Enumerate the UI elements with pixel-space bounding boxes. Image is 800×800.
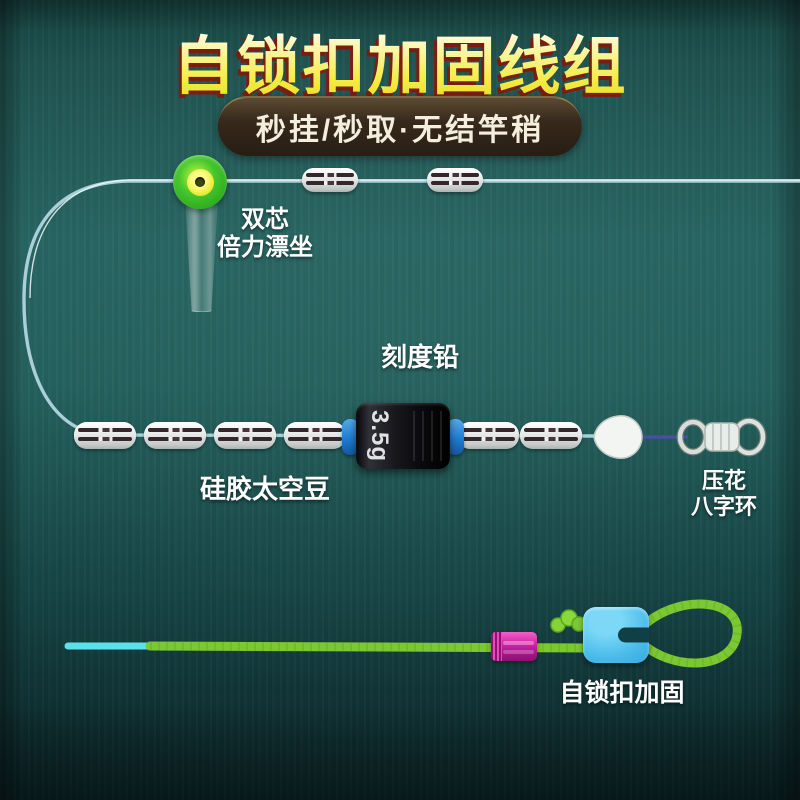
self-lock-label: 自锁扣加固 bbox=[559, 679, 685, 707]
main-line-shine bbox=[29, 179, 800, 299]
space-bean bbox=[520, 422, 582, 449]
space-bean bbox=[214, 422, 276, 449]
space-bean bbox=[302, 168, 358, 192]
float-seat-hole bbox=[195, 177, 205, 187]
lead-weight: 3.5g bbox=[356, 403, 450, 469]
weight-cap-left bbox=[342, 419, 359, 455]
weight-cap-right bbox=[447, 419, 464, 455]
cord-loop bbox=[635, 599, 742, 668]
barrel-swivel bbox=[676, 417, 767, 457]
space-bean bbox=[74, 422, 136, 449]
space-bean bbox=[457, 422, 519, 449]
weight-value: 3.5g bbox=[366, 409, 393, 463]
page-title: 自锁扣加固线组 bbox=[0, 16, 800, 107]
space-bean bbox=[427, 168, 483, 192]
cord-loop-texture bbox=[636, 599, 742, 668]
float-seat-ring bbox=[173, 155, 227, 209]
self-lock-buckle bbox=[583, 607, 649, 663]
subtitle-badge: 秒挂/秒取·无结竿稍 bbox=[217, 96, 583, 156]
scale-lead-label: 刻度铅 bbox=[380, 342, 459, 372]
space-bean bbox=[284, 422, 346, 449]
main-line bbox=[22, 179, 800, 438]
float-seat-label: 双芯 倍力漂坐 bbox=[217, 206, 313, 262]
subtitle-text: 秒挂/秒取·无结竿稍 bbox=[255, 114, 545, 147]
space-bean bbox=[144, 422, 206, 449]
space-beans-label: 硅胶太空豆 bbox=[199, 474, 330, 504]
cord-knot bbox=[550, 609, 587, 633]
float-seat-tube bbox=[185, 205, 218, 312]
float-seat-inner bbox=[186, 168, 214, 196]
swivel-label: 压花 八字环 bbox=[690, 468, 757, 519]
pink-stopper bbox=[491, 632, 537, 661]
teardrop-bead bbox=[593, 415, 643, 459]
